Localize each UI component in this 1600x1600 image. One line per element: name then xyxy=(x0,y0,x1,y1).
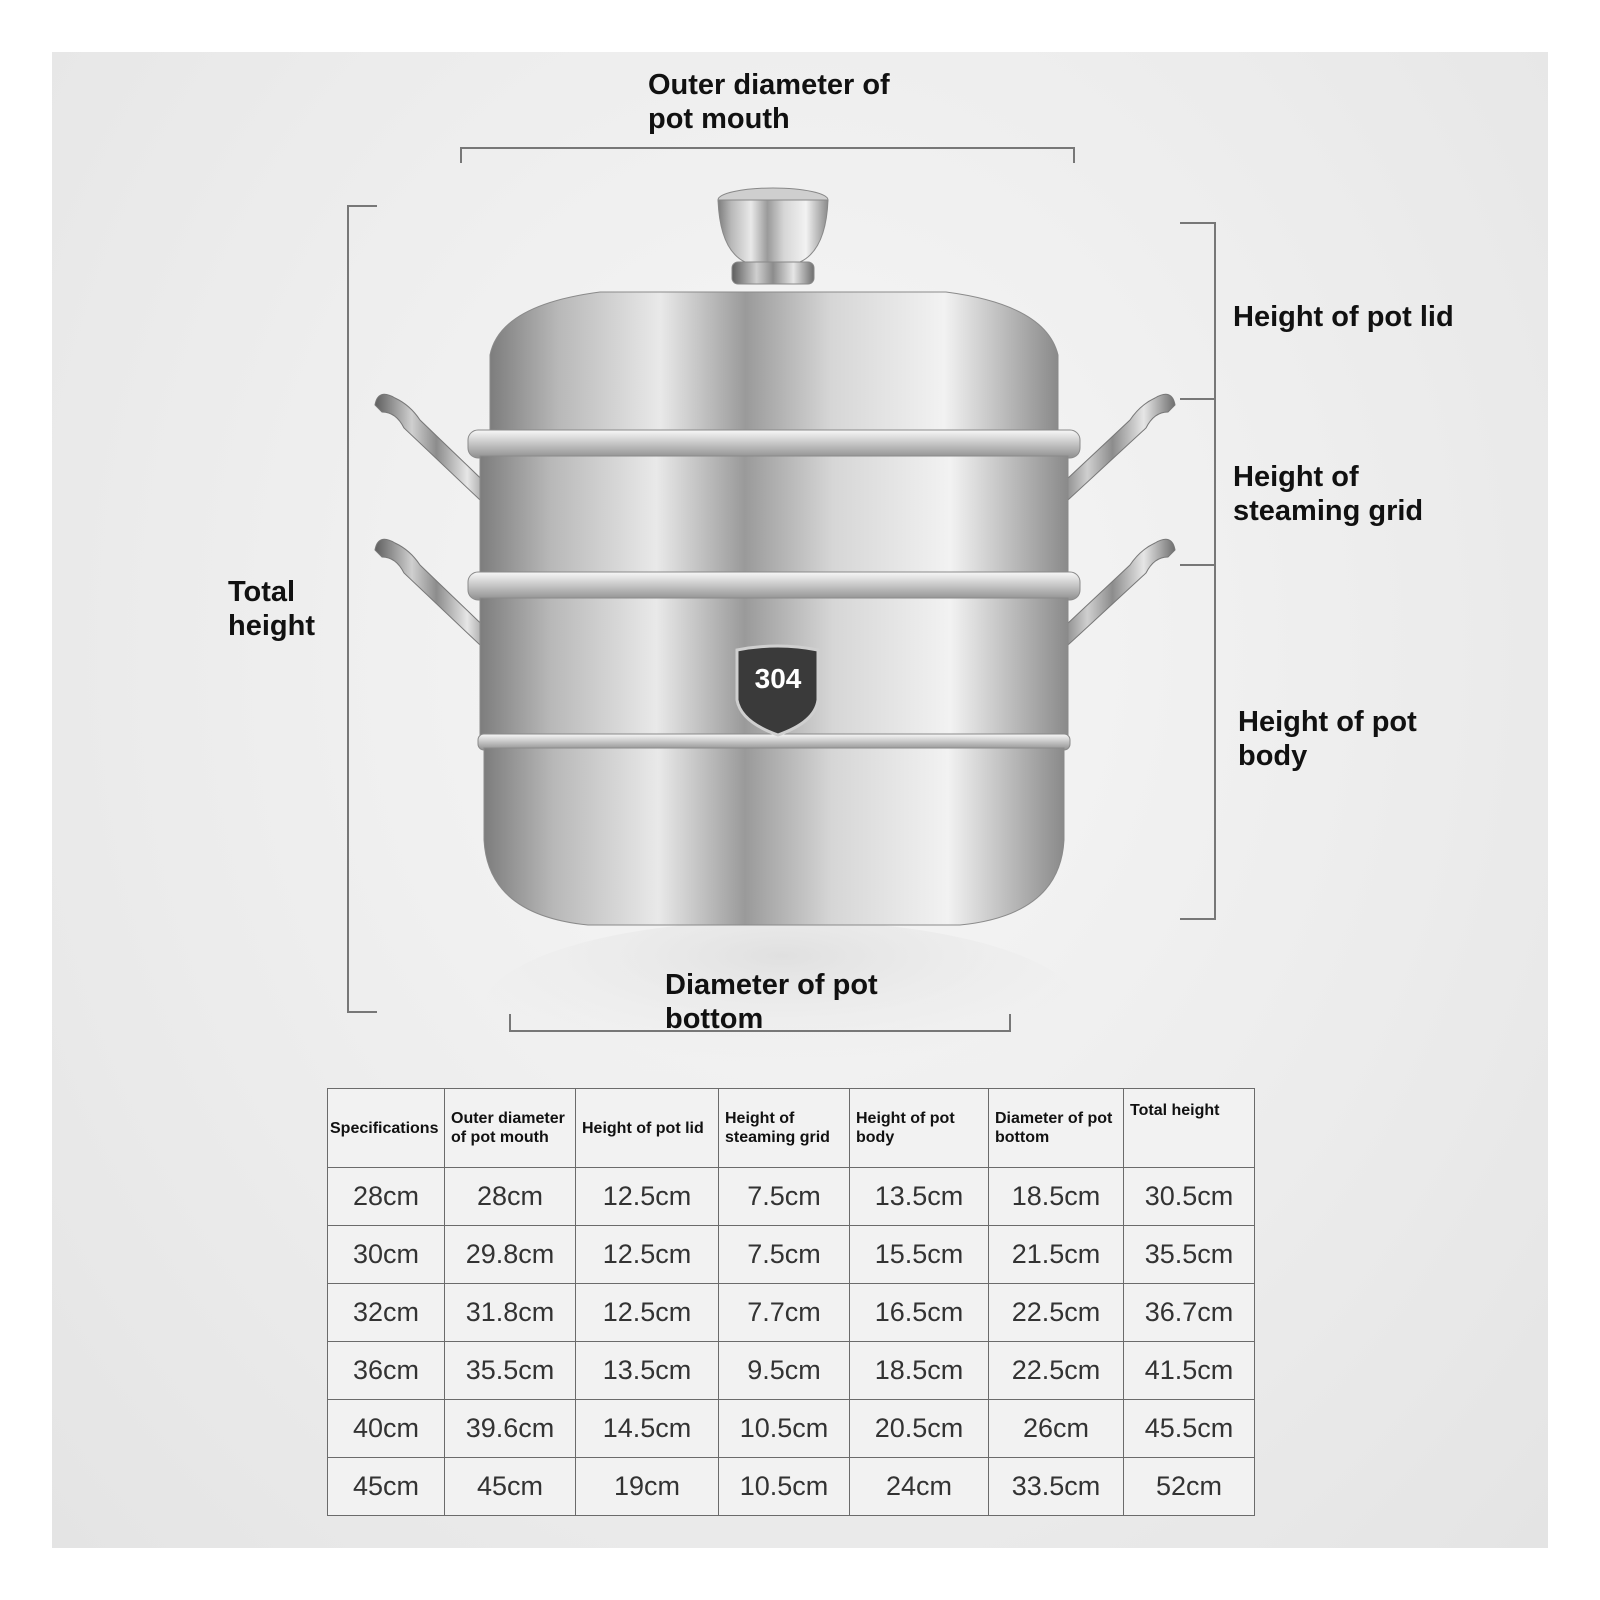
table-cell: 35.5cm xyxy=(1123,1225,1255,1284)
lid-height-tick-top xyxy=(1180,222,1216,224)
outer-diameter-line xyxy=(460,147,1075,149)
table-cell: 13.5cm xyxy=(849,1167,989,1226)
lid-knob-base xyxy=(731,261,815,285)
body-height-tick-bottom xyxy=(1180,918,1216,920)
table-cell: 22.5cm xyxy=(988,1283,1124,1342)
table-cell: 21.5cm xyxy=(988,1225,1124,1284)
table-cell: 26cm xyxy=(988,1399,1124,1458)
pot-base xyxy=(483,747,1065,926)
lid-grid-tick xyxy=(1180,398,1216,400)
table-cell: 12.5cm xyxy=(575,1225,719,1284)
table-cell: 12.5cm xyxy=(575,1167,719,1226)
table-cell: 35.5cm xyxy=(444,1341,576,1400)
table-row: 45cm 45cm 19cm 10.5cm 24cm 33.5cm 52cm xyxy=(327,1457,1255,1516)
outer-diameter-tick-right xyxy=(1073,147,1075,163)
table-cell: 7.5cm xyxy=(718,1225,850,1284)
table-cell: 41.5cm xyxy=(1123,1341,1255,1400)
table-row: 30cm 29.8cm 12.5cm 7.5cm 15.5cm 21.5cm 3… xyxy=(327,1225,1255,1284)
table-cell: 45cm xyxy=(327,1457,445,1516)
bottom-diameter-line xyxy=(509,1030,1011,1032)
table-cell: 29.8cm xyxy=(444,1225,576,1284)
table-header-row: Specifications Outer diameter of pot mou… xyxy=(327,1088,1255,1168)
header-lid-height: Height of pot lid xyxy=(575,1088,719,1168)
table-cell: 18.5cm xyxy=(849,1341,989,1400)
badge-304 xyxy=(735,644,820,737)
outer-diameter-label: Outer diameter of pot mouth xyxy=(648,69,890,135)
pot-body-rim xyxy=(467,571,1081,601)
upper-right-handle xyxy=(1049,393,1176,501)
table-cell: 18.5cm xyxy=(988,1167,1124,1226)
lid-knob xyxy=(717,199,829,263)
header-specifications: Specifications xyxy=(327,1088,445,1168)
table-cell: 14.5cm xyxy=(575,1399,719,1458)
table-cell: 12.5cm xyxy=(575,1283,719,1342)
table-cell: 20.5cm xyxy=(849,1399,989,1458)
table-cell: 9.5cm xyxy=(718,1341,850,1400)
lower-right-handle xyxy=(1049,538,1176,646)
table-row: 28cm 28cm 12.5cm 7.5cm 13.5cm 18.5cm 30.… xyxy=(327,1167,1255,1226)
bottom-diameter-label: Diameter of pot bottom xyxy=(665,969,878,1035)
pot-reflection xyxy=(482,920,1082,1100)
table-cell: 19cm xyxy=(575,1457,719,1516)
upper-left-handle xyxy=(374,393,499,501)
total-height-label: Total height xyxy=(228,576,315,642)
table-cell: 24cm xyxy=(849,1457,989,1516)
steaming-grid-height-label: Height of steaming grid xyxy=(1233,461,1424,527)
table-cell: 7.7cm xyxy=(718,1283,850,1342)
bottom-diameter-tick-left xyxy=(509,1014,511,1032)
table-cell: 28cm xyxy=(327,1167,445,1226)
header-body-height: Height of pot body xyxy=(849,1088,989,1168)
header-outer-diameter: Outer diameter of pot mouth xyxy=(444,1088,576,1168)
table-cell: 32cm xyxy=(327,1283,445,1342)
table-row: 36cm 35.5cm 13.5cm 9.5cm 18.5cm 22.5cm 4… xyxy=(327,1341,1255,1400)
specifications-table: Specifications Outer diameter of pot mou… xyxy=(327,1088,1255,1516)
bottom-diameter-tick-right xyxy=(1009,1014,1011,1032)
lower-left-handle xyxy=(374,538,499,646)
table-cell: 28cm xyxy=(444,1167,576,1226)
header-bottom-diameter: Diameter of pot bottom xyxy=(988,1088,1124,1168)
table-cell: 10.5cm xyxy=(718,1399,850,1458)
header-steaming-grid-height: Height of steaming grid xyxy=(718,1088,850,1168)
table-cell: 31.8cm xyxy=(444,1283,576,1342)
total-height-tick-bottom xyxy=(347,1011,377,1013)
table-cell: 36.7cm xyxy=(1123,1283,1255,1342)
table-cell: 33.5cm xyxy=(988,1457,1124,1516)
total-height-tick-top xyxy=(347,205,377,207)
table-cell: 45cm xyxy=(444,1457,576,1516)
table-cell: 39.6cm xyxy=(444,1399,576,1458)
grid-body-tick xyxy=(1180,564,1216,566)
table-cell: 10.5cm xyxy=(718,1457,850,1516)
pot-lid xyxy=(489,291,1059,441)
body-height-label: Height of pot body xyxy=(1238,706,1417,772)
table-cell: 30cm xyxy=(327,1225,445,1284)
right-height-line xyxy=(1214,222,1216,920)
table-cell: 16.5cm xyxy=(849,1283,989,1342)
outer-diameter-tick-left xyxy=(460,147,462,163)
table-cell: 22.5cm xyxy=(988,1341,1124,1400)
lid-height-label: Height of pot lid xyxy=(1233,301,1454,333)
total-height-line xyxy=(347,205,349,1013)
badge-text: 304 xyxy=(755,663,802,694)
steaming-grid xyxy=(479,455,1069,577)
table-row: 40cm 39.6cm 14.5cm 10.5cm 20.5cm 26cm 45… xyxy=(327,1399,1255,1458)
table-row: 32cm 31.8cm 12.5cm 7.7cm 16.5cm 22.5cm 3… xyxy=(327,1283,1255,1342)
table-cell: 13.5cm xyxy=(575,1341,719,1400)
table-cell: 7.5cm xyxy=(718,1167,850,1226)
table-cell: 30.5cm xyxy=(1123,1167,1255,1226)
table-cell: 36cm xyxy=(327,1341,445,1400)
table-cell: 45.5cm xyxy=(1123,1399,1255,1458)
table-cell: 40cm xyxy=(327,1399,445,1458)
table-cell: 52cm xyxy=(1123,1457,1255,1516)
table-cell: 15.5cm xyxy=(849,1225,989,1284)
header-total-height: Total height xyxy=(1123,1088,1255,1168)
steaming-grid-rim xyxy=(467,429,1081,459)
